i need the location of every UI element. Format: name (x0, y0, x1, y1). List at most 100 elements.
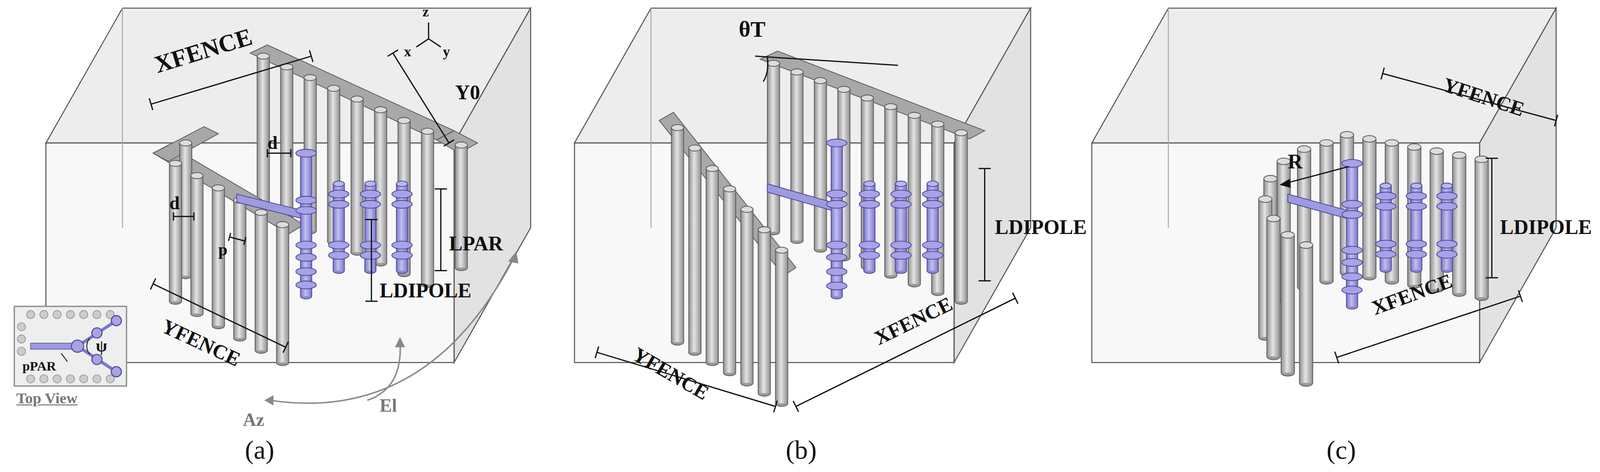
arrow-head (507, 251, 519, 264)
dimension-line (440, 188, 442, 271)
choke-disc (922, 251, 943, 260)
drawing-part (212, 184, 225, 191)
choke-disc (1436, 240, 1457, 248)
choke-disc (891, 200, 912, 209)
dimension-line (61, 352, 68, 361)
drawing-part (327, 85, 341, 92)
fence-post (758, 226, 771, 396)
drawing-part (1385, 139, 1399, 147)
feed-strip (236, 193, 303, 219)
drawing-part (723, 188, 737, 373)
drawing-part (700, 147, 702, 353)
dimension-line (228, 232, 231, 241)
dimension-line (387, 49, 398, 57)
drawing-part (1299, 241, 1313, 249)
drawing-part (292, 66, 294, 221)
fence-post (688, 144, 702, 356)
drawing-part (740, 205, 754, 213)
drawing-part (1263, 175, 1278, 183)
drawing-part (671, 124, 684, 131)
drawing-part (1452, 154, 1453, 293)
dimension-line (434, 188, 448, 190)
drawing-part (421, 127, 434, 135)
drawing-part (233, 200, 247, 338)
drawing-part (790, 71, 792, 241)
fence-post (1299, 241, 1313, 387)
dimension-label: θT (738, 18, 766, 41)
dimension-label: El (379, 395, 397, 415)
fence-post (233, 197, 247, 341)
drawing-part (190, 175, 204, 314)
drawing-part (276, 221, 289, 228)
drawing-part (908, 112, 921, 119)
drawing-part (26, 309, 35, 318)
choke-disc (391, 240, 413, 249)
fence-post (421, 127, 434, 287)
drawing-part (71, 339, 84, 353)
fence-post (790, 69, 804, 244)
fence-post (280, 63, 294, 223)
drawing-part (276, 224, 289, 363)
arrow-head (395, 336, 406, 347)
drawing-part (775, 247, 788, 254)
drawing-part (758, 226, 771, 233)
choke-disc (391, 200, 413, 209)
fence-post (190, 172, 204, 317)
dimension-line (370, 219, 372, 301)
drawing-part (770, 229, 771, 393)
drawing-part (86, 337, 90, 355)
drawing-part (1407, 143, 1422, 151)
drawing-part (202, 175, 204, 314)
dipole-rod (300, 150, 312, 299)
drawing-part (79, 374, 88, 383)
drawing-part (39, 374, 48, 383)
drawing-part (884, 103, 898, 110)
choke-disc (1375, 250, 1396, 259)
drawing-part (421, 131, 423, 285)
dimension-line (172, 212, 175, 221)
fence-post (1452, 151, 1466, 297)
choke-disc (1406, 202, 1427, 211)
drawing-part (813, 80, 815, 249)
drawing-part (268, 56, 270, 210)
drawing-part (190, 172, 204, 179)
drawing-part (17, 346, 26, 355)
dimension-line (427, 22, 430, 39)
drawing-part (1092, 7, 1557, 143)
drawing-part (1487, 158, 1489, 297)
choke-disc (328, 240, 349, 249)
drawing-part (790, 71, 804, 241)
dimension-label: Y0 (455, 81, 481, 102)
drawing-part (1281, 231, 1295, 238)
drawing-part (1474, 158, 1476, 297)
drawing-part (433, 131, 434, 285)
drawing-part (39, 309, 48, 318)
fence-post (814, 77, 827, 252)
drawing-part (364, 180, 376, 187)
dimension-label: LDIPOLE (1499, 216, 1592, 237)
dimension-label: x (403, 44, 411, 59)
drawing-part (453, 7, 531, 363)
drawing-part (91, 354, 102, 365)
drawing-part (1346, 163, 1358, 307)
drawing-part (111, 366, 122, 377)
drawing-part (374, 106, 388, 113)
drawing-part (1281, 234, 1295, 373)
drawing-part (1429, 151, 1444, 289)
dimension-line (1334, 351, 1339, 363)
dimension-line (1382, 73, 1557, 121)
dimension-line (365, 300, 378, 302)
dimension-label: ψ (96, 337, 108, 355)
drawing-part (256, 56, 258, 210)
drawing-part (53, 374, 62, 383)
panel-letter: (a) (244, 436, 275, 464)
drawing-part (723, 188, 725, 373)
drawing-part (1379, 182, 1391, 189)
drawing-part (1279, 218, 1281, 357)
drawing-part (863, 180, 876, 187)
drawing-part (111, 315, 122, 326)
drawing-part (802, 71, 804, 241)
choke-disc (328, 200, 349, 209)
drawing-part (825, 80, 827, 249)
drawing-part (1452, 154, 1466, 293)
